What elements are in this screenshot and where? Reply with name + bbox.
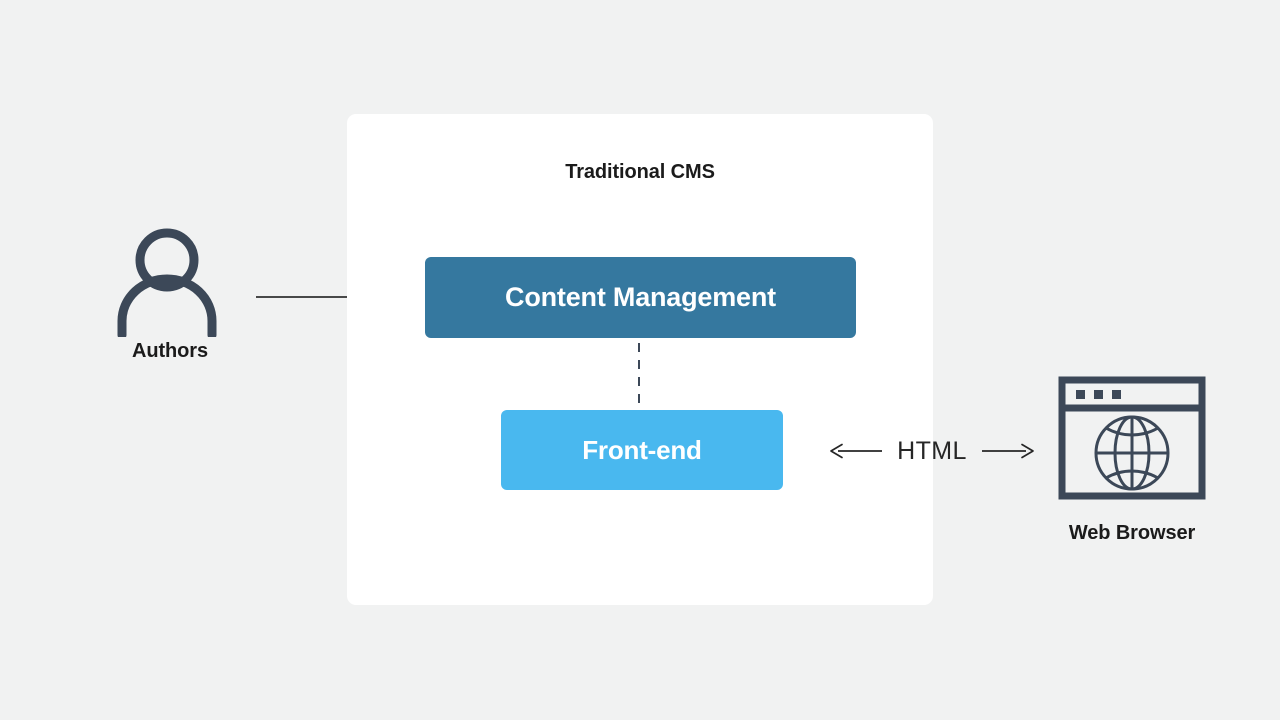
block-front-end-label: Front-end: [582, 434, 702, 465]
arrow-left-icon: [830, 443, 882, 459]
actor-authors: Authors: [108, 225, 232, 385]
block-content-management-label: Content Management: [505, 282, 776, 312]
actor-web-browser: Web Browser: [1052, 374, 1212, 554]
edge-html-label: HTML: [897, 436, 967, 465]
traditional-cms-panel: Traditional CMS Content Management Front…: [347, 114, 933, 605]
panel-title: Traditional CMS: [565, 161, 715, 183]
edge-frontend-to-browser: HTML: [828, 428, 1036, 474]
block-front-end[interactable]: Front-end: [501, 410, 783, 490]
browser-globe-icon: [1058, 376, 1206, 500]
block-content-management[interactable]: Content Management: [425, 257, 856, 338]
person-icon: [117, 228, 217, 337]
actor-authors-label: Authors: [132, 340, 208, 362]
actor-web-browser-label: Web Browser: [1068, 522, 1196, 544]
dashed-line-icon: [637, 343, 641, 408]
arrow-right-icon: [982, 443, 1034, 459]
connector-cms-to-frontend: [637, 343, 641, 408]
